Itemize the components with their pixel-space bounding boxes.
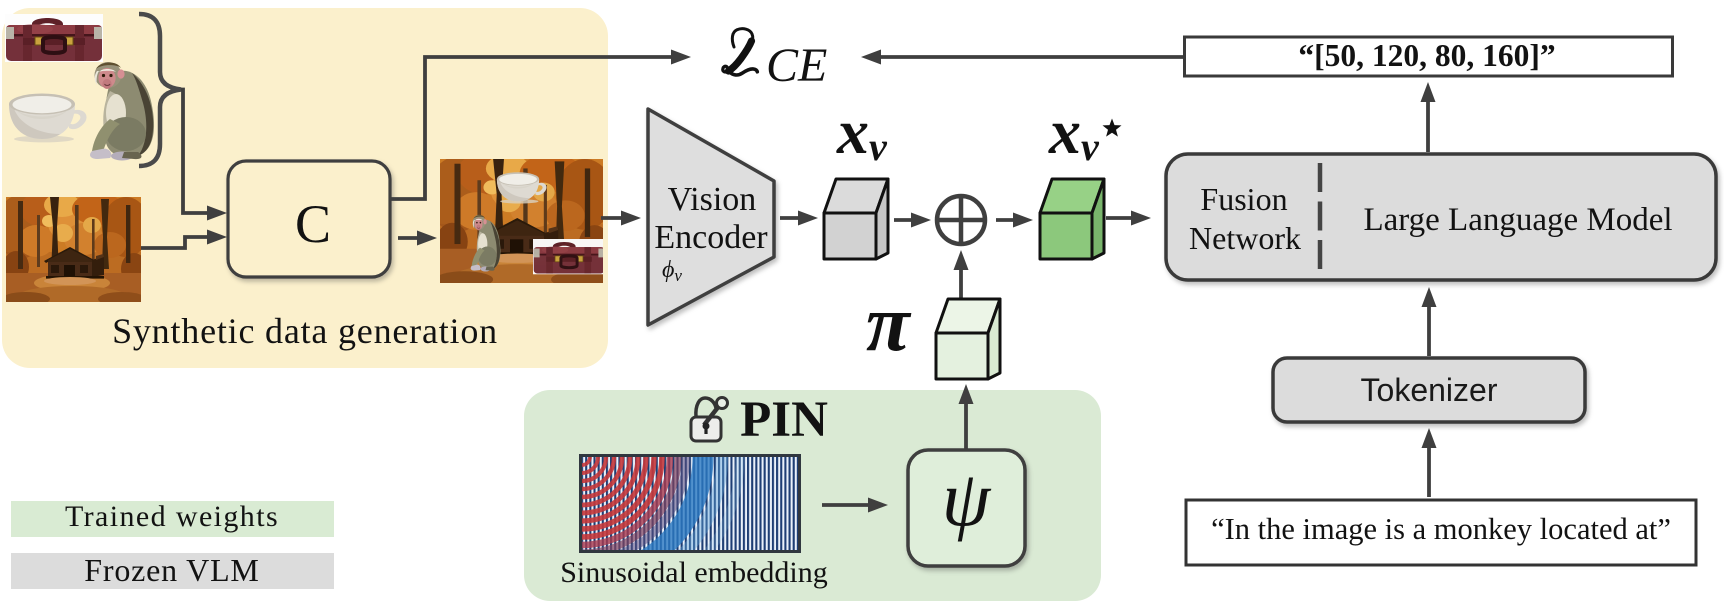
svg-text:xv: xv [1048,96,1100,169]
svg-text:Large Language Model: Large Language Model [1363,202,1672,238]
svg-text:Frozen VLM: Frozen VLM [84,552,259,588]
svg-text:π: π [866,280,912,368]
svg-text:“In the image is a monkey loca: “In the image is a monkey located at” [1211,512,1671,546]
svg-text:C: C [295,194,331,254]
svg-text:Trained weights: Trained weights [65,500,279,533]
svg-text:Sinusoidal embedding: Sinusoidal embedding [560,556,827,589]
svg-text:Encoder: Encoder [654,219,768,256]
svg-text:xv: xv [836,96,888,169]
svg-text:Synthetic data generation: Synthetic data generation [112,311,498,351]
svg-text:ψ: ψ [942,455,992,542]
svg-text:“[50, 120, 80, 160]”: “[50, 120, 80, 160]” [1298,38,1555,73]
svg-text:Fusion: Fusion [1200,181,1287,217]
svg-text:Tokenizer: Tokenizer [1361,372,1498,408]
svg-text:Network: Network [1189,220,1301,256]
svg-text:CE: CE [766,39,827,92]
svg-text:Vision: Vision [668,181,757,218]
svg-text:PIN: PIN [740,392,828,448]
